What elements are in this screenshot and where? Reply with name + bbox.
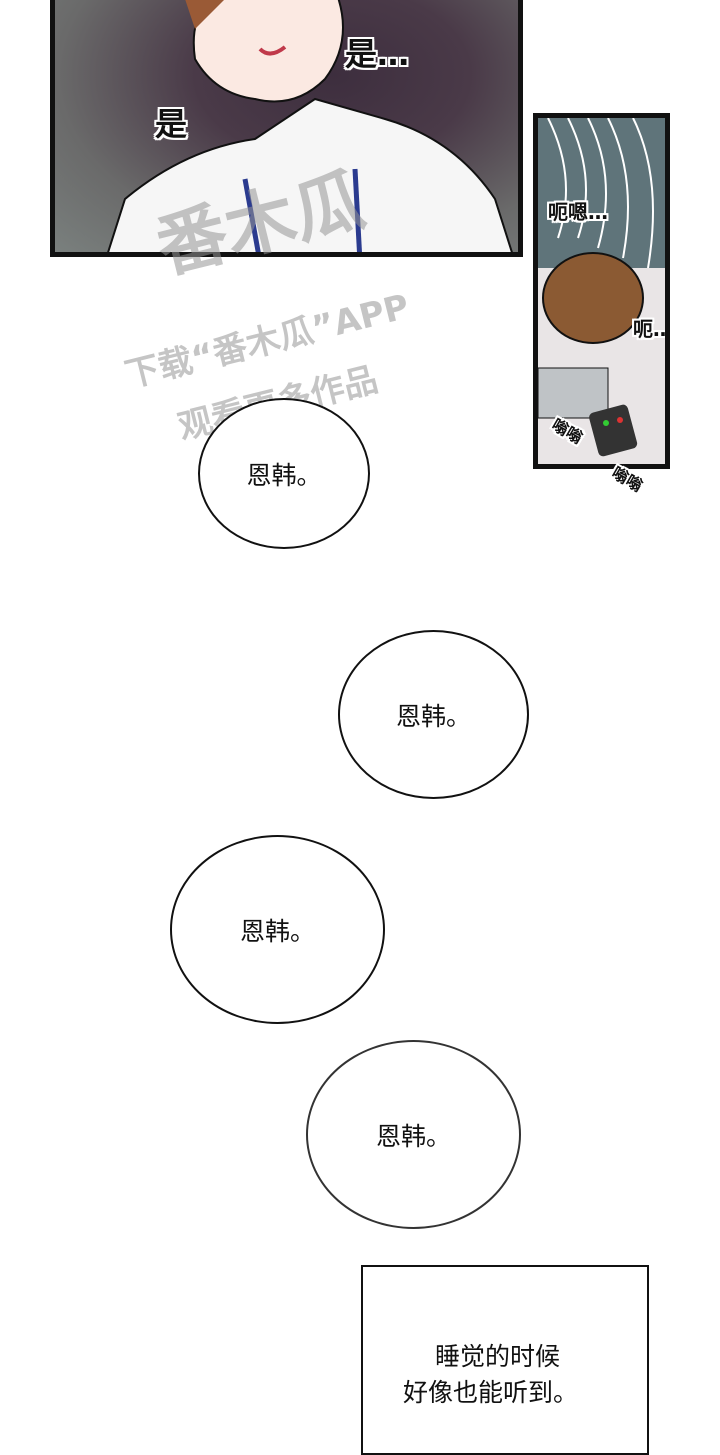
man-illustration xyxy=(107,0,513,252)
comic-panel-man-smiling: 是… 是 xyxy=(50,0,523,257)
speech-bubble: 恩韩。 xyxy=(198,398,370,549)
narration-box: 睡觉的时候 好像也能听到。 xyxy=(361,1265,649,1455)
sfx-text: 是… xyxy=(345,35,410,73)
sfx-text: 是 xyxy=(155,105,188,143)
narration-line: 睡觉的时候 xyxy=(435,1342,561,1371)
speech-bubble: 恩韩。 xyxy=(306,1040,521,1229)
sfx-text: 呃嗯… xyxy=(548,200,608,224)
speech-bubble: 恩韩。 xyxy=(338,630,529,799)
sleeping-illustration xyxy=(538,118,665,464)
speech-bubble: 恩韩。 xyxy=(170,835,385,1024)
sfx-text: 呃… xyxy=(633,317,670,341)
narration-line: 好像也能听到。 xyxy=(403,1378,579,1407)
comic-panel-sleeping-desk: 呃嗯… 呃… xyxy=(533,113,670,469)
